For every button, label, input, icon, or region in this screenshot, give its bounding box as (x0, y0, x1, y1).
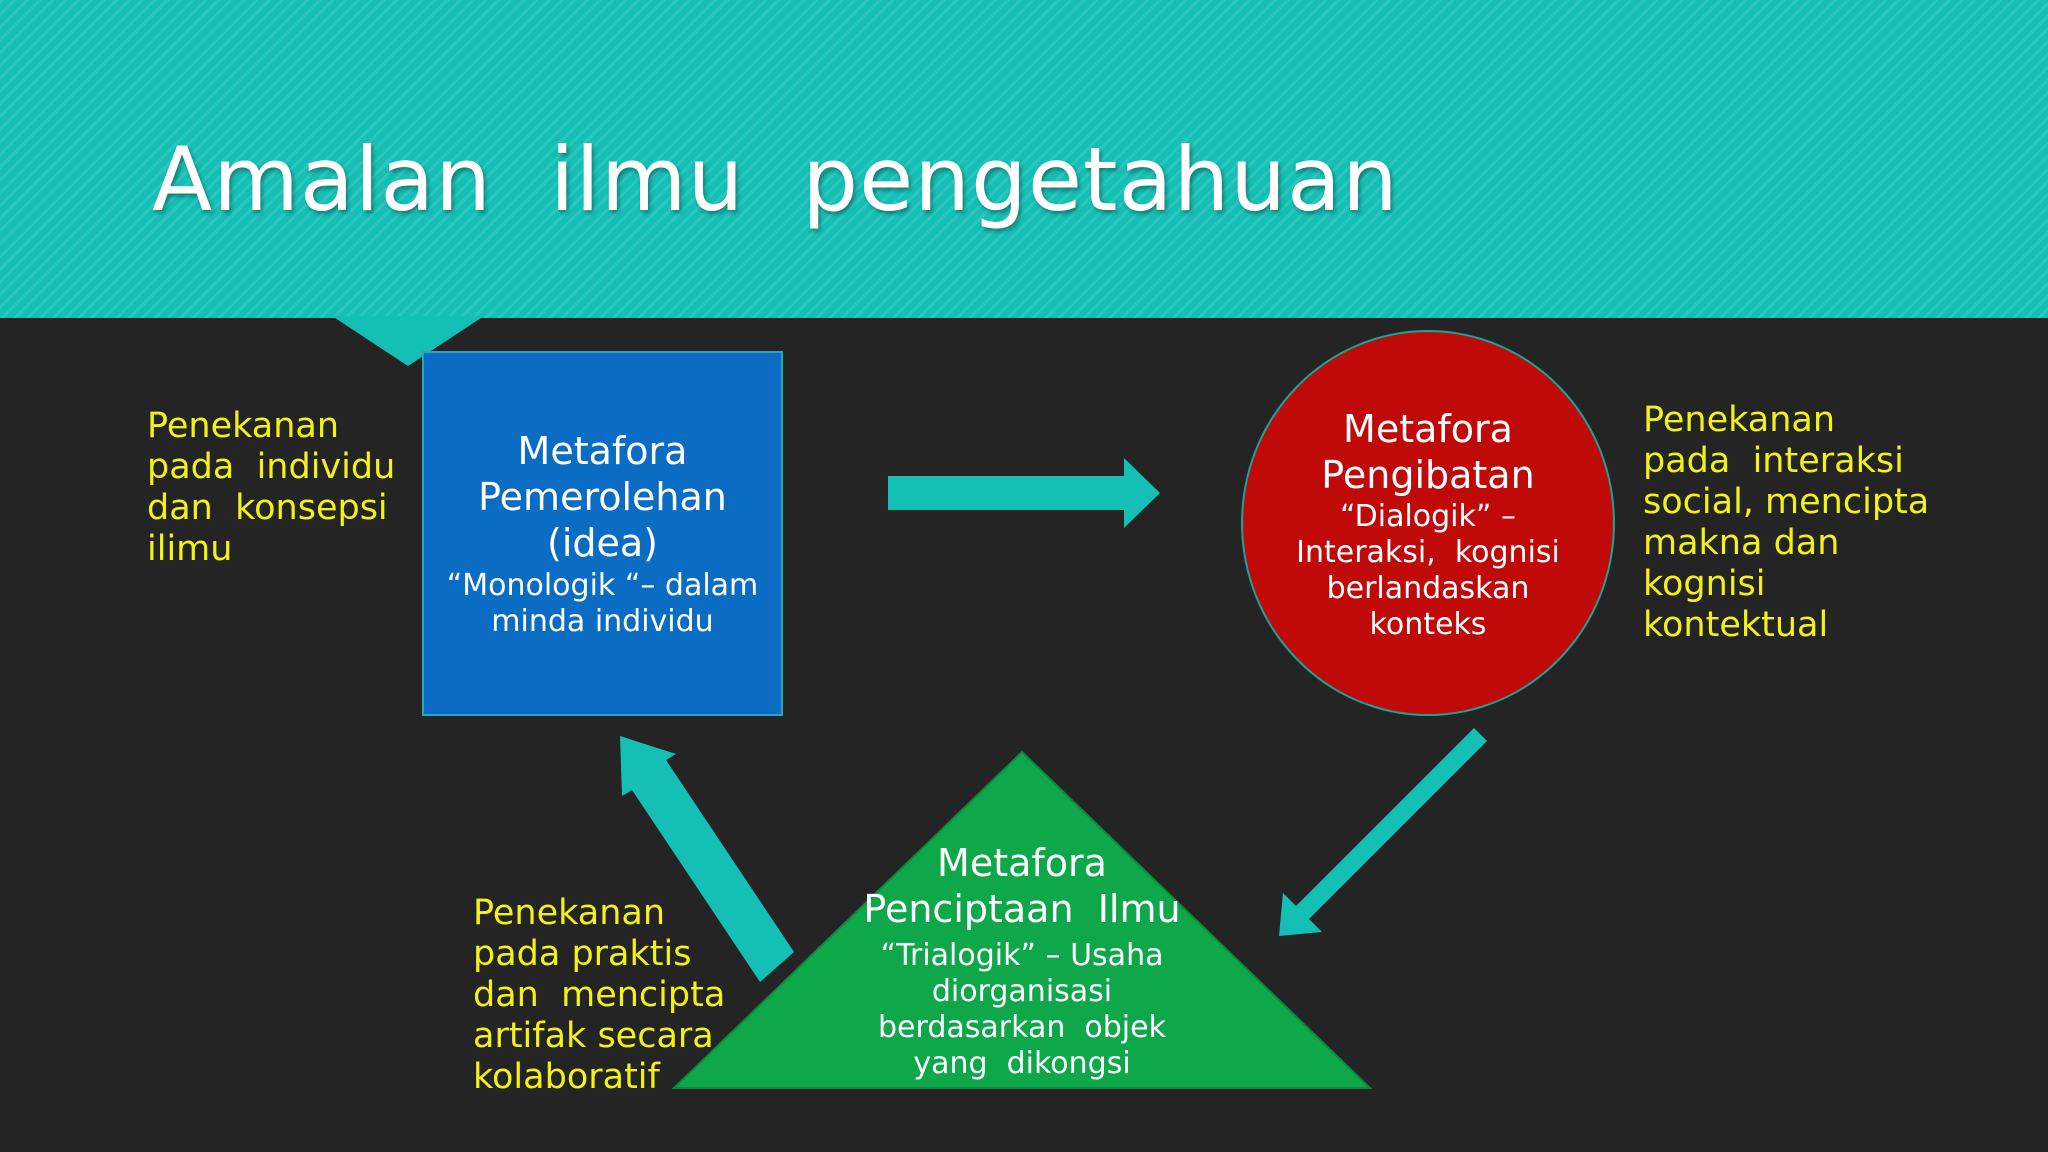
slide-title: Amalan ilmu pengetahuan (152, 128, 1399, 231)
arrow-up-left-icon (620, 736, 794, 982)
acquisition-detail: “Monologik “– dalam minda individu (446, 568, 759, 639)
participation-circle (1241, 330, 1615, 716)
arrow-right-icon (888, 458, 1160, 528)
note-social-interaction: Penekanan pada interaksi social, mencipt… (1643, 400, 1930, 645)
creation-triangle (671, 750, 1373, 1089)
participation-detail: “Dialogik” – Interaksi, kognisi berlanda… (1296, 499, 1560, 642)
creation-title: Metafora Penciptaan Ilmu (863, 841, 1181, 931)
creation-detail: “Trialogik” – Usaha diorganisasi berdasa… (878, 938, 1166, 1081)
note-individual: Penekanan pada individu dan konsepsi ili… (147, 406, 396, 569)
title-banner (0, 0, 2048, 318)
participation-title: Metafora Pengibatan (1321, 407, 1535, 497)
note-collaborative-practice: Penekanan pada praktis dan mencipta arti… (473, 893, 726, 1097)
arrow-down-left-icon (1279, 728, 1487, 936)
acquisition-square (422, 351, 783, 716)
acquisition-title: Metafora Pemerolehan (idea) (478, 429, 727, 565)
